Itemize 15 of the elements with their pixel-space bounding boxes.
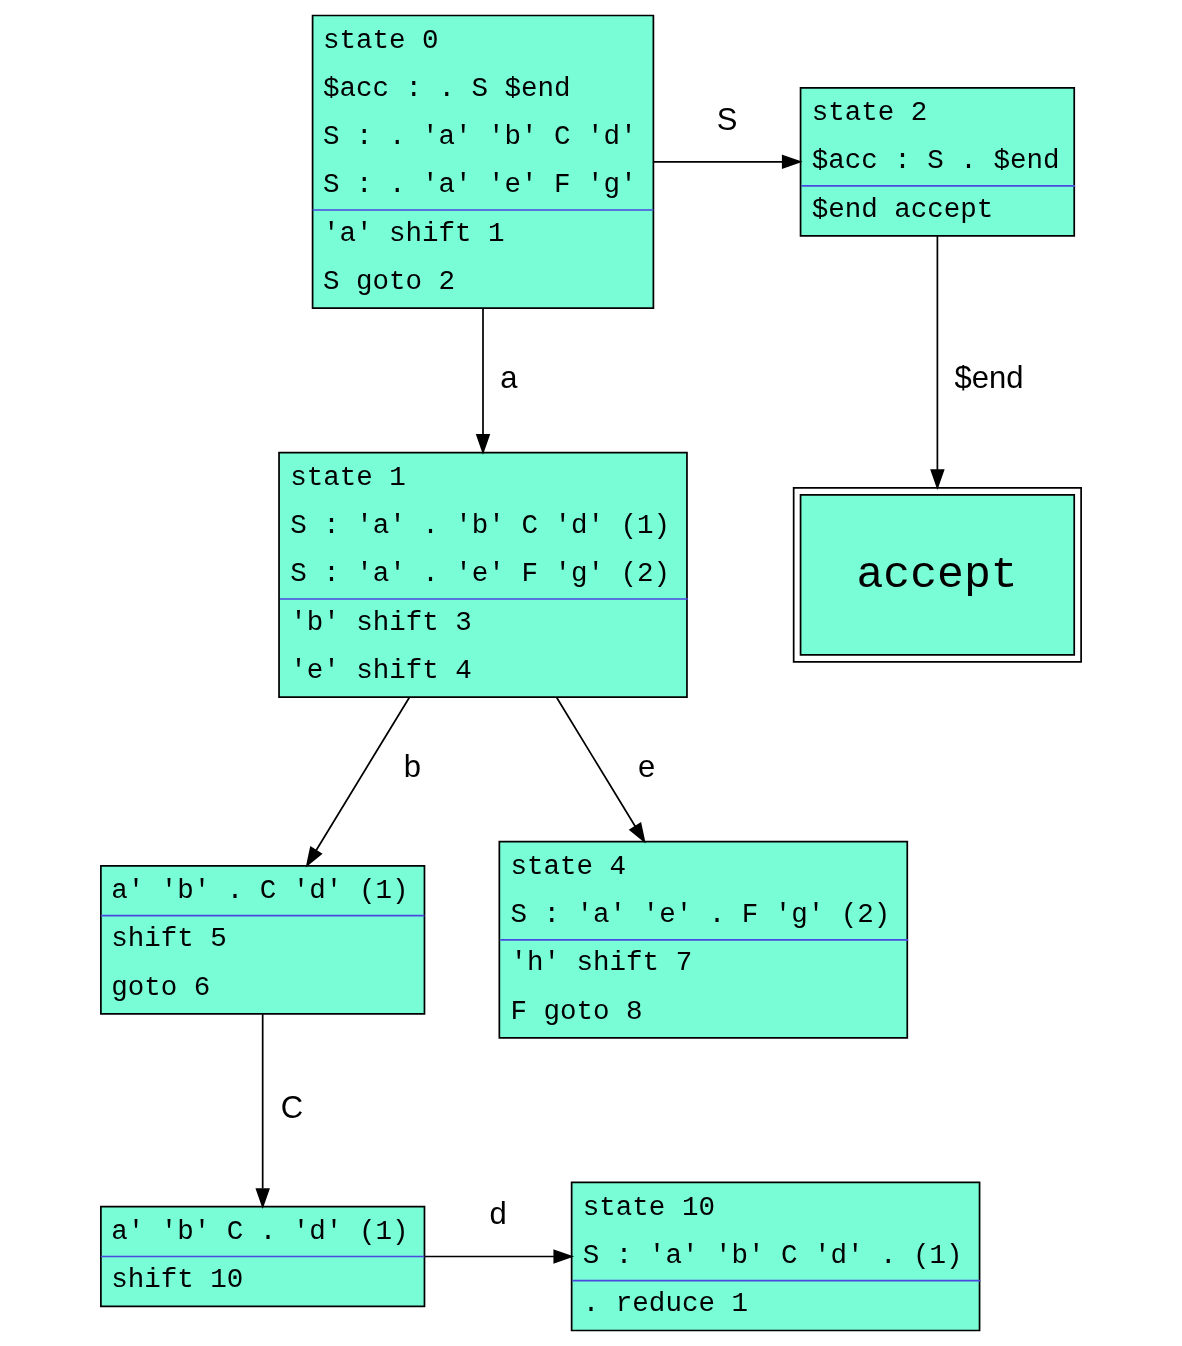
arrow: [555, 696, 646, 844]
edge-label: d: [489, 1196, 507, 1232]
arrow: [424, 1249, 575, 1264]
edge-label: e: [637, 748, 656, 784]
node-box: accept: [792, 487, 1082, 663]
edge-label: $end: [954, 359, 1024, 395]
edge-label: S: [716, 101, 738, 137]
arrow: [255, 1013, 270, 1209]
edge-label: C: [280, 1089, 304, 1125]
arrow: [652, 154, 803, 170]
edge-label: a: [500, 359, 518, 395]
arrow: [930, 234, 945, 491]
edge-label: b: [403, 748, 422, 784]
arrow: [475, 307, 491, 455]
arrow: [305, 696, 411, 868]
